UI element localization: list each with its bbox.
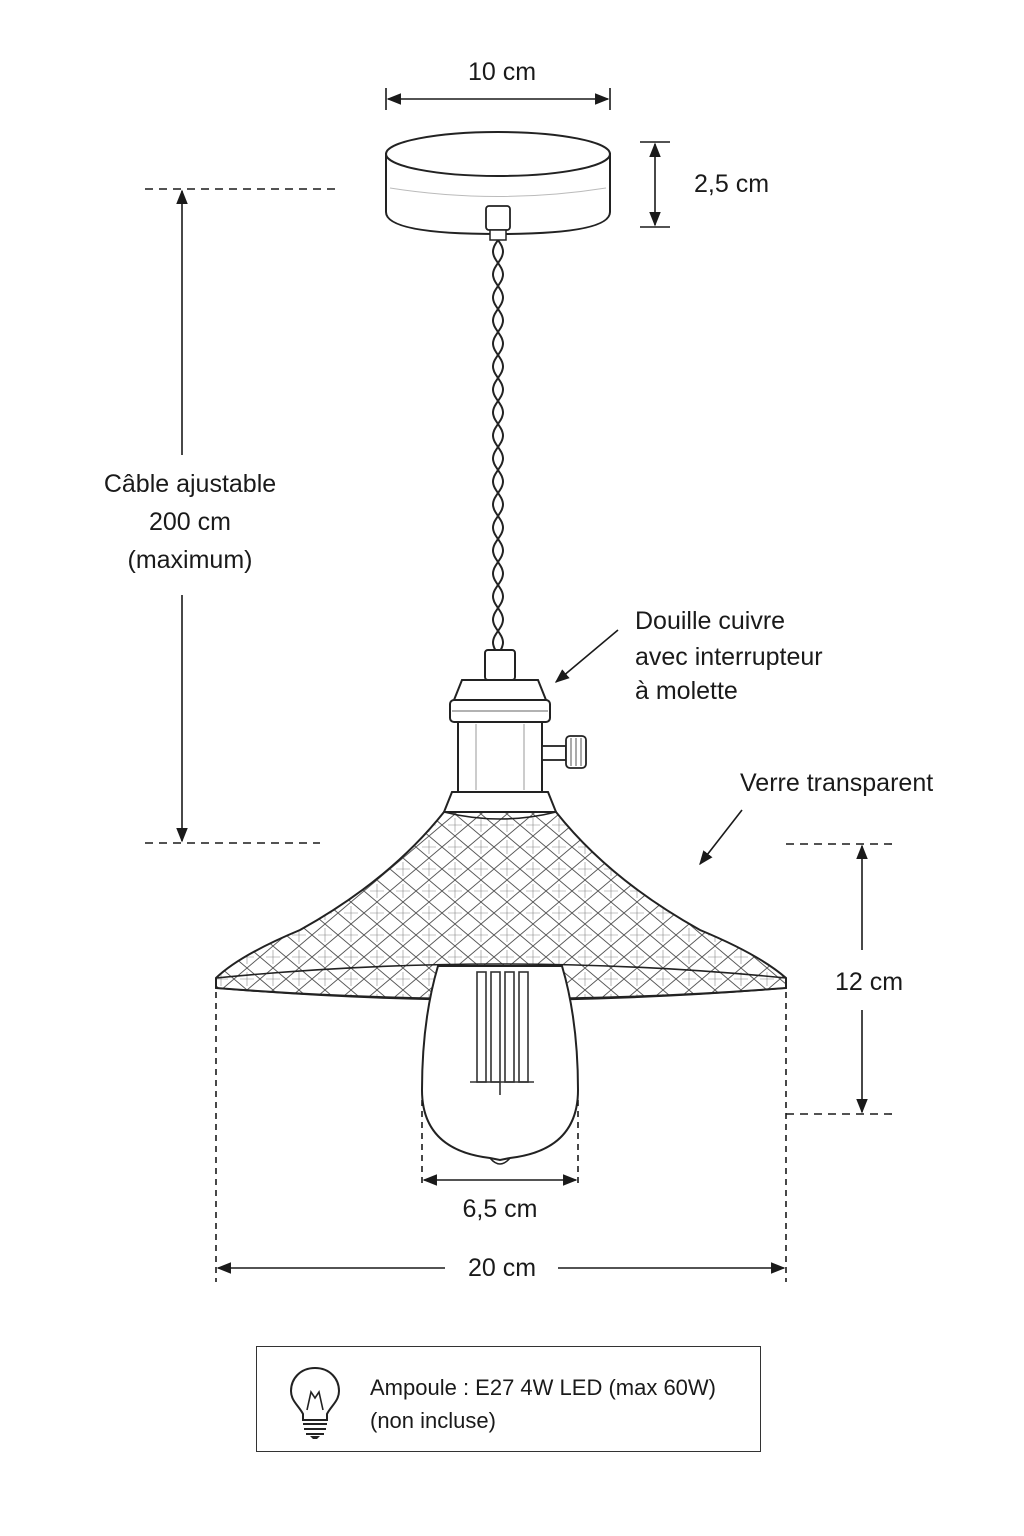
cable-label-line3: (maximum) — [128, 546, 253, 574]
cable-label-line2: 200 cm — [149, 508, 231, 536]
socket-callout-line2: avec interrupteur — [635, 643, 823, 671]
socket-callout-line1: Douille cuivre — [635, 607, 785, 635]
ceiling-canopy — [385, 131, 611, 241]
canopy-width-label: 10 cm — [468, 58, 536, 86]
glass-callout: Verre transparent — [740, 769, 933, 797]
brass-socket — [442, 649, 587, 813]
dimension-lines — [145, 88, 892, 1282]
bulb-info-box: Ampoule : E27 4W LED (max 60W) (non incl… — [256, 1346, 761, 1452]
bulb-info-line1: Ampoule : E27 4W LED (max 60W) — [370, 1375, 717, 1400]
shade-width-label: 20 cm — [468, 1254, 536, 1282]
bulb-info-line2: (non incluse) — [370, 1408, 496, 1433]
bulb-width-label: 6,5 cm — [462, 1195, 537, 1223]
twisted-cable — [491, 239, 505, 651]
canopy-height-label: 2,5 cm — [694, 170, 769, 198]
edison-bulb — [420, 965, 580, 1165]
shade-height-label: 12 cm — [835, 968, 903, 996]
socket-callout-line3: à molette — [635, 677, 738, 705]
light-bulb-icon — [289, 1366, 341, 1439]
cable-label-line1: Câble ajustable — [104, 470, 276, 498]
